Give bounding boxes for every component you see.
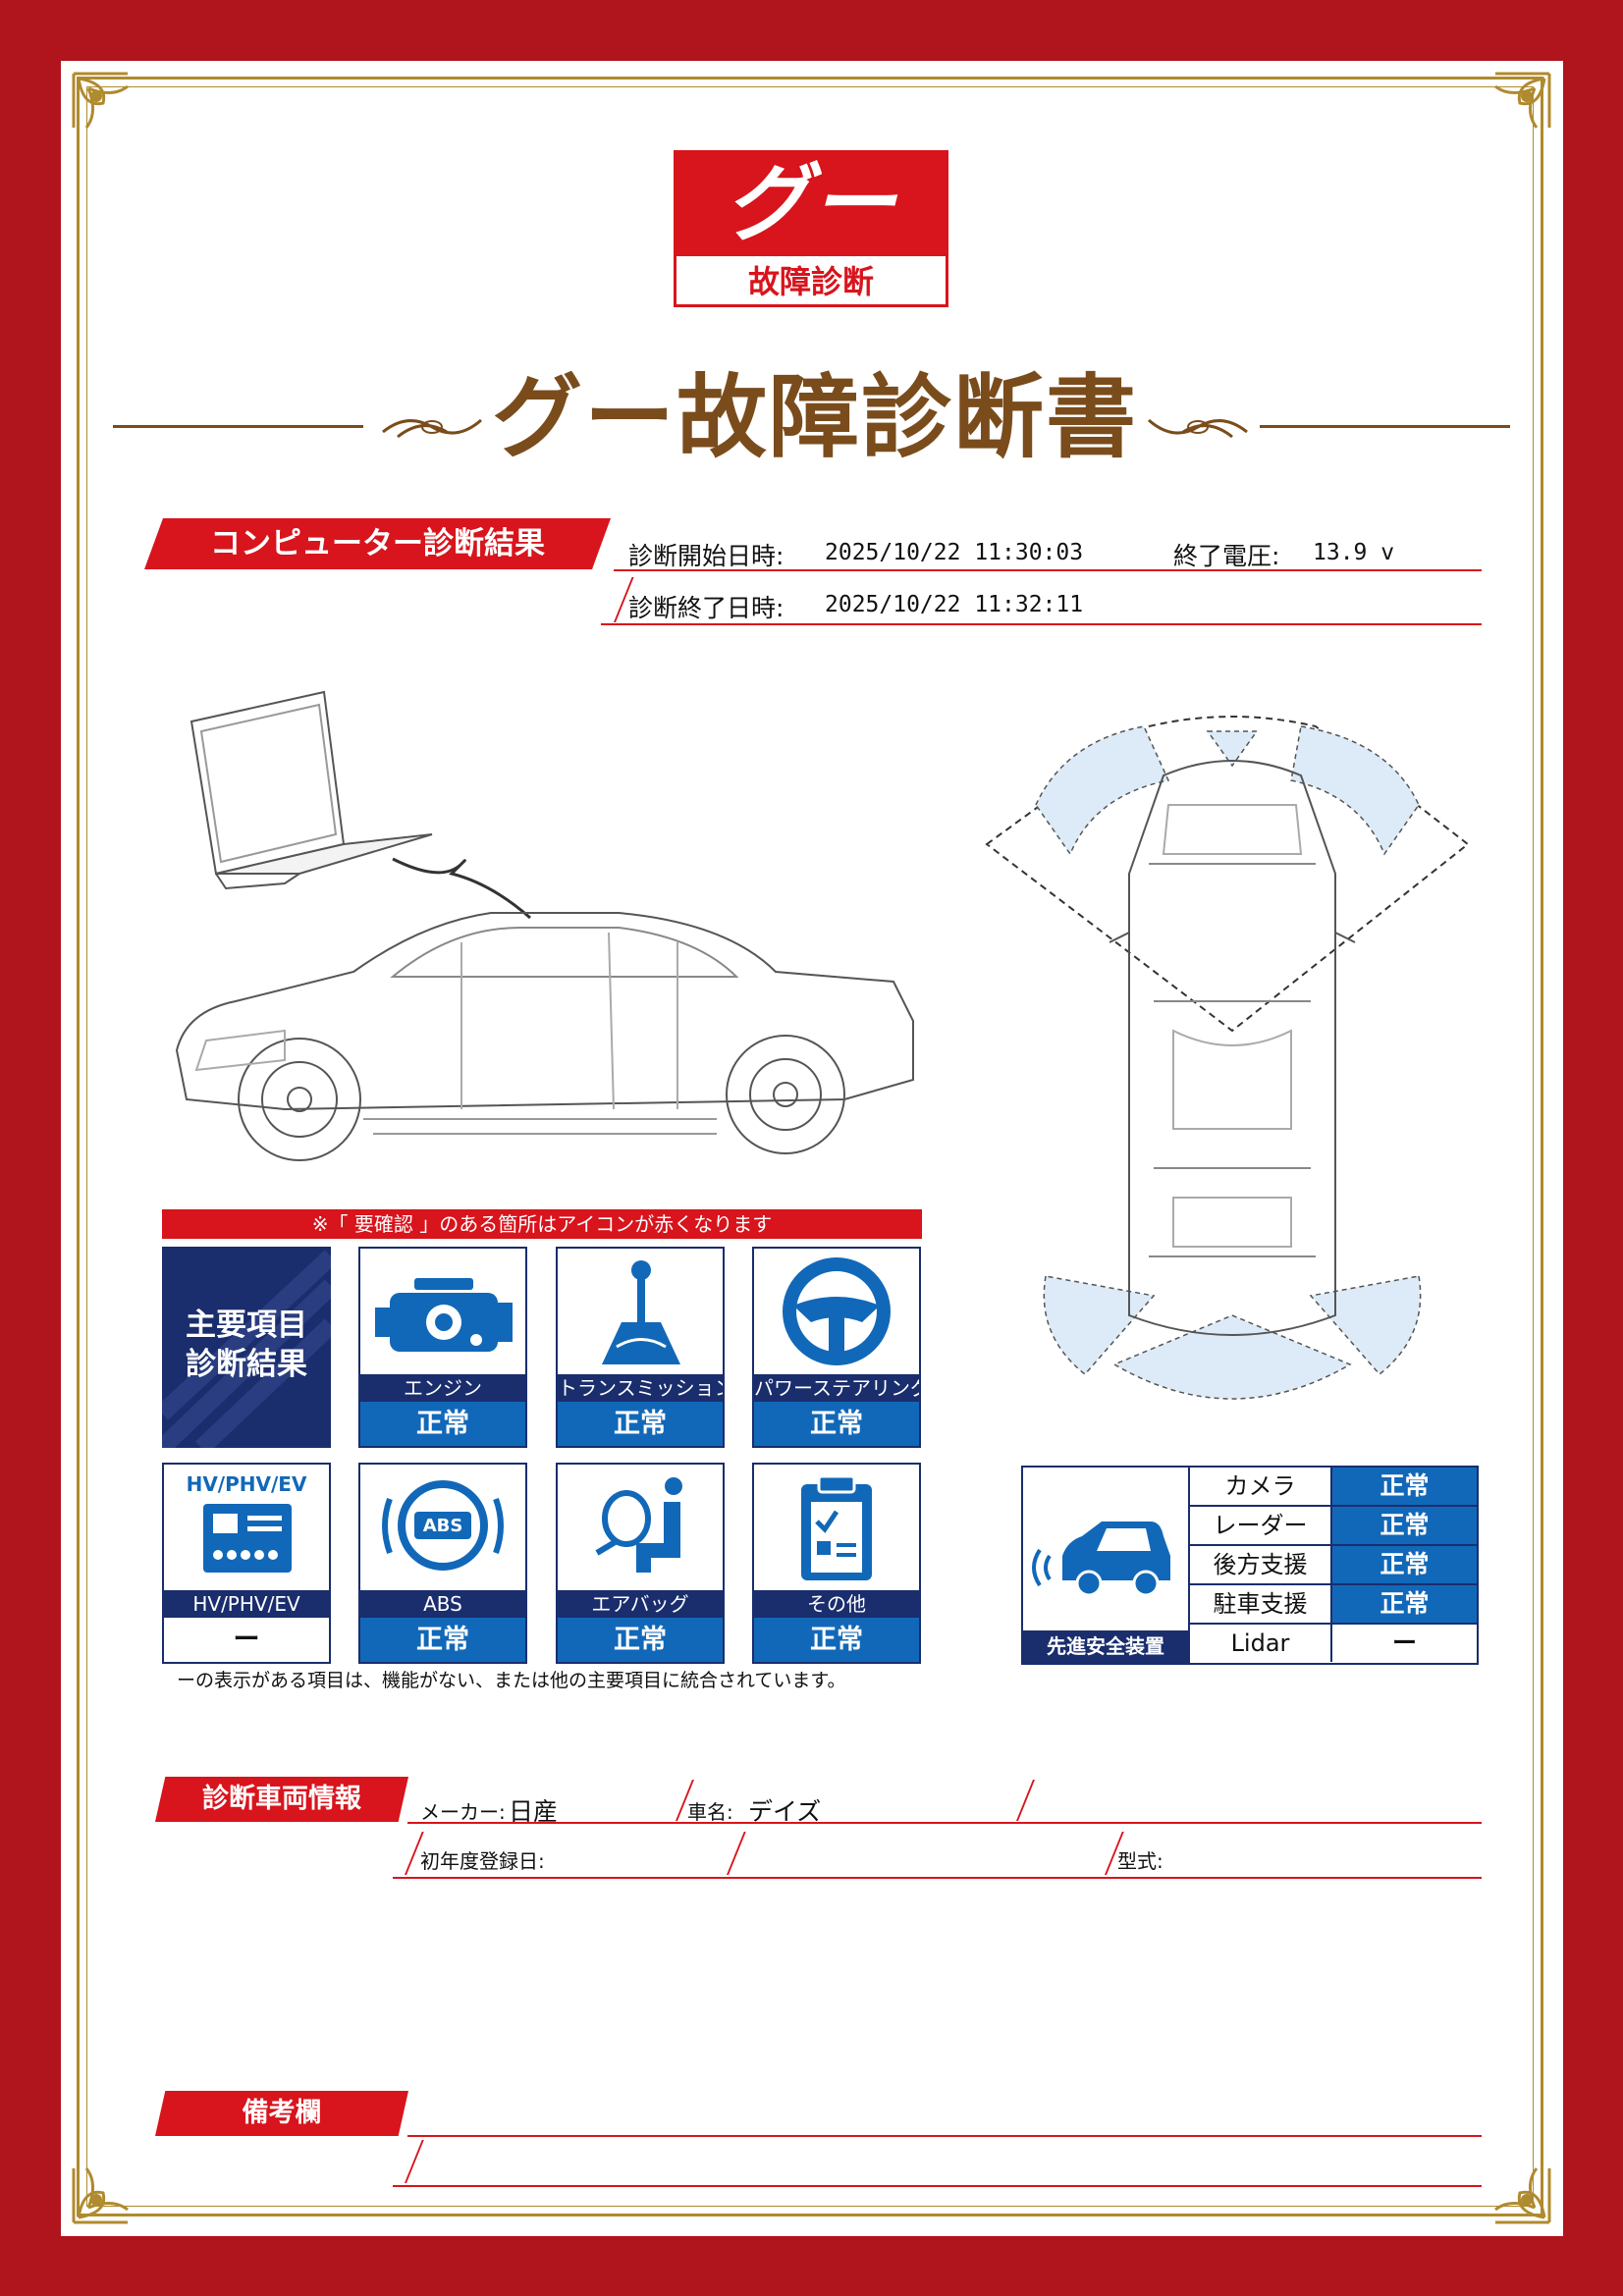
tile-hv-name: HV/PHV/EV [164, 1590, 329, 1618]
main-items-label-line2: 診断結果 [186, 1347, 307, 1382]
corner-ornament-icon [1494, 2167, 1551, 2224]
section-ribbon-remarks: 備考欄 [155, 2091, 408, 2136]
adas-row-radar: レーダー 正常 [1190, 1507, 1477, 1546]
main-items-label-line1: 主要項目 [186, 1308, 307, 1343]
paper [61, 61, 1563, 2236]
gold-border-inner [86, 86, 1534, 2207]
section-ribbon-vehicle: 診断車両情報 [155, 1777, 408, 1822]
tile-airbag-status: 正常 [558, 1618, 723, 1662]
maker-value: 日産 [509, 1797, 559, 1826]
tile-other: その他 正常 [752, 1463, 921, 1664]
adas-row-name: 後方支援 [1190, 1546, 1332, 1583]
adas-row-name: Lidar [1190, 1625, 1332, 1662]
brand-logo: グー 故障診断 [674, 150, 948, 307]
divider-line [614, 569, 1482, 571]
start-label: 診断開始日時: [628, 542, 784, 570]
steering-wheel-icon [783, 1257, 891, 1365]
tile-power-steering: パワーステアリング 正常 [752, 1247, 921, 1448]
adas-table: 先進安全装置 カメラ 正常 レーダー 正常 後方支援 正常 駐車支援 正常 Li… [1021, 1466, 1479, 1665]
car-name-label: 車名: [687, 1800, 733, 1824]
adas-row-camera: カメラ 正常 [1190, 1468, 1477, 1507]
airbag-icon [595, 1477, 682, 1573]
tile-hv-phv-ev: HV/PHV/EV HV/PHV/EV ー [162, 1463, 331, 1664]
title-rule-right [1260, 425, 1510, 428]
logo-brand: グー [676, 153, 946, 256]
tile-power-steering-name: パワーステアリング [754, 1374, 919, 1402]
corner-ornament-icon [72, 2167, 129, 2224]
adas-row-lidar: Lidar ー [1190, 1625, 1477, 1664]
car-top-illustration [985, 716, 1470, 1400]
flourish-left-icon [382, 418, 482, 439]
adas-row-status: 正常 [1332, 1507, 1477, 1544]
divider-line [407, 1822, 1482, 1824]
first-reg-label: 初年度登録日: [420, 1849, 545, 1873]
adas-icon-cell: 先進安全装置 [1023, 1468, 1190, 1663]
tile-engine-name: エンジン [360, 1374, 525, 1402]
tile-engine-status: 正常 [360, 1402, 525, 1446]
adas-row-rear-assist: 後方支援 正常 [1190, 1546, 1477, 1585]
adas-row-status: 正常 [1332, 1468, 1477, 1505]
car-sensor-icon [1032, 1522, 1170, 1597]
divider-line [601, 623, 1482, 625]
gold-border [77, 77, 1543, 2216]
model-label: 型式: [1117, 1849, 1163, 1873]
adas-row-status: ー [1332, 1625, 1477, 1662]
tile-engine: エンジン 正常 [358, 1247, 527, 1448]
engine-icon [375, 1278, 513, 1352]
voltage-label: 終了電圧: [1173, 542, 1280, 570]
divider-line [407, 2135, 1482, 2137]
tile-other-name: その他 [754, 1590, 919, 1618]
tile-airbag: エアバッグ 正常 [556, 1463, 725, 1664]
tile-airbag-name: エアバッグ [558, 1590, 723, 1618]
car-name-value: デイズ [748, 1797, 822, 1826]
car-side-illustration [175, 690, 914, 1161]
hv-badge: HV/PHV/EV [186, 1472, 307, 1496]
adas-row-name: レーダー [1190, 1507, 1332, 1544]
adas-caption: 先進安全装置 [1023, 1630, 1188, 1663]
footnote: ーの表示がある項目は、機能がない、または他の主要項目に統合されています。 [177, 1670, 846, 1691]
start-value: 2025/10/22 11:30:03 [825, 540, 1084, 565]
end-value: 2025/10/22 11:32:11 [825, 592, 1084, 617]
logo-sub: 故障診断 [747, 263, 874, 300]
title-rule-left [113, 425, 363, 428]
stripe-pattern-icon [162, 1250, 331, 1448]
battery-icon [203, 1504, 292, 1573]
adas-row-name: 駐車支援 [1190, 1585, 1332, 1623]
flourish-right-icon [1148, 418, 1248, 439]
corner-ornament-icon [72, 72, 129, 129]
tile-abs-status: 正常 [360, 1618, 525, 1662]
tile-transmission-name: トランスミッション [558, 1374, 723, 1402]
clipboard-icon [801, 1474, 872, 1580]
tile-other-status: 正常 [754, 1618, 919, 1662]
main-items-label: 主要項目 診断結果 [162, 1247, 331, 1448]
gear-shift-icon [602, 1260, 680, 1364]
tile-abs: ABS ABS 正常 [358, 1463, 527, 1664]
abs-badge: ABS [422, 1516, 463, 1536]
page-title: グー故障診断書 [491, 364, 1138, 470]
adas-row-parking-assist: 駐車支援 正常 [1190, 1585, 1477, 1625]
adas-row-status: 正常 [1332, 1585, 1477, 1623]
maker-label: メーカー: [420, 1800, 506, 1824]
corner-ornament-icon [1494, 72, 1551, 129]
tile-abs-name: ABS [360, 1590, 525, 1618]
end-label: 診断終了日時: [628, 594, 784, 622]
abs-icon [382, 1480, 504, 1571]
tile-transmission-status: 正常 [558, 1402, 723, 1446]
divider-line [393, 2185, 1482, 2187]
divider-line [393, 1877, 1482, 1879]
tile-power-steering-status: 正常 [754, 1402, 919, 1446]
adas-row-name: カメラ [1190, 1468, 1332, 1505]
notice-bar: ※「 要確認 」のある箇所はアイコンが赤くなります [162, 1209, 922, 1239]
section-ribbon-diagnosis: コンピューター診断結果 [144, 518, 611, 569]
tile-hv-status: ー [164, 1618, 329, 1662]
voltage-value: 13.9 v [1313, 540, 1395, 565]
adas-row-status: 正常 [1332, 1546, 1477, 1583]
tile-transmission: トランスミッション 正常 [556, 1247, 725, 1448]
